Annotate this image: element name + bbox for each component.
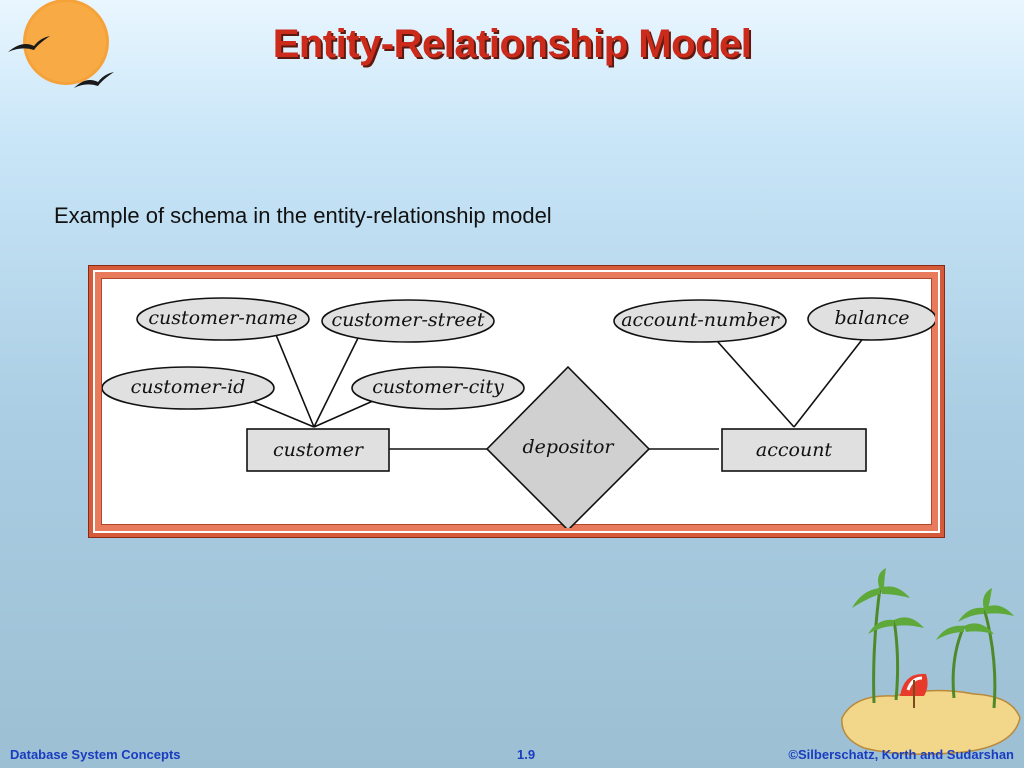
relationship-label: depositor — [523, 436, 616, 458]
entity-label: customer — [273, 439, 365, 461]
umbrella-icon — [900, 673, 928, 708]
footer-copyright: ©Silberschatz, Korth and Sudarshan — [788, 747, 1014, 762]
attribute-customer-id: customer-id — [102, 366, 275, 410]
slide-title: Entity-Relationship Model — [272, 22, 752, 66]
footer-course: Database System Concepts — [10, 747, 181, 762]
attribute-customer-street: customer-street — [321, 299, 495, 343]
attribute-label: customer-id — [131, 376, 246, 398]
palm-island-decoration — [841, 568, 1021, 755]
entity-account: account — [721, 428, 867, 472]
attribute-label: customer-name — [148, 307, 297, 329]
attribute-customer-name: customer-name — [136, 297, 310, 341]
bird-icon — [8, 36, 50, 52]
entity-label: account — [756, 439, 833, 461]
relationship-depositor: depositor — [485, 365, 651, 528]
sun-birds-logo — [8, 0, 114, 88]
attribute-label: account-number — [621, 309, 780, 331]
attribute-label: balance — [834, 307, 909, 329]
attribute-label: customer-street — [331, 309, 484, 331]
attribute-account-number: account-number — [613, 299, 787, 343]
attribute-customer-city: customer-city — [351, 366, 525, 410]
bird-icon — [74, 72, 114, 88]
slide-subtitle: Example of schema in the entity-relation… — [54, 203, 552, 228]
er-diagram-canvas: customer-name customer-street customer-i… — [101, 278, 935, 528]
entity-customer: customer — [246, 428, 390, 472]
attribute-balance: balance — [807, 297, 935, 341]
footer-page-number: 1.9 — [517, 747, 536, 762]
diagram-frame: customer-name customer-street customer-i… — [88, 265, 945, 538]
attribute-label: customer-city — [372, 376, 504, 398]
er-diagram: customer-name customer-street customer-i… — [102, 297, 935, 528]
